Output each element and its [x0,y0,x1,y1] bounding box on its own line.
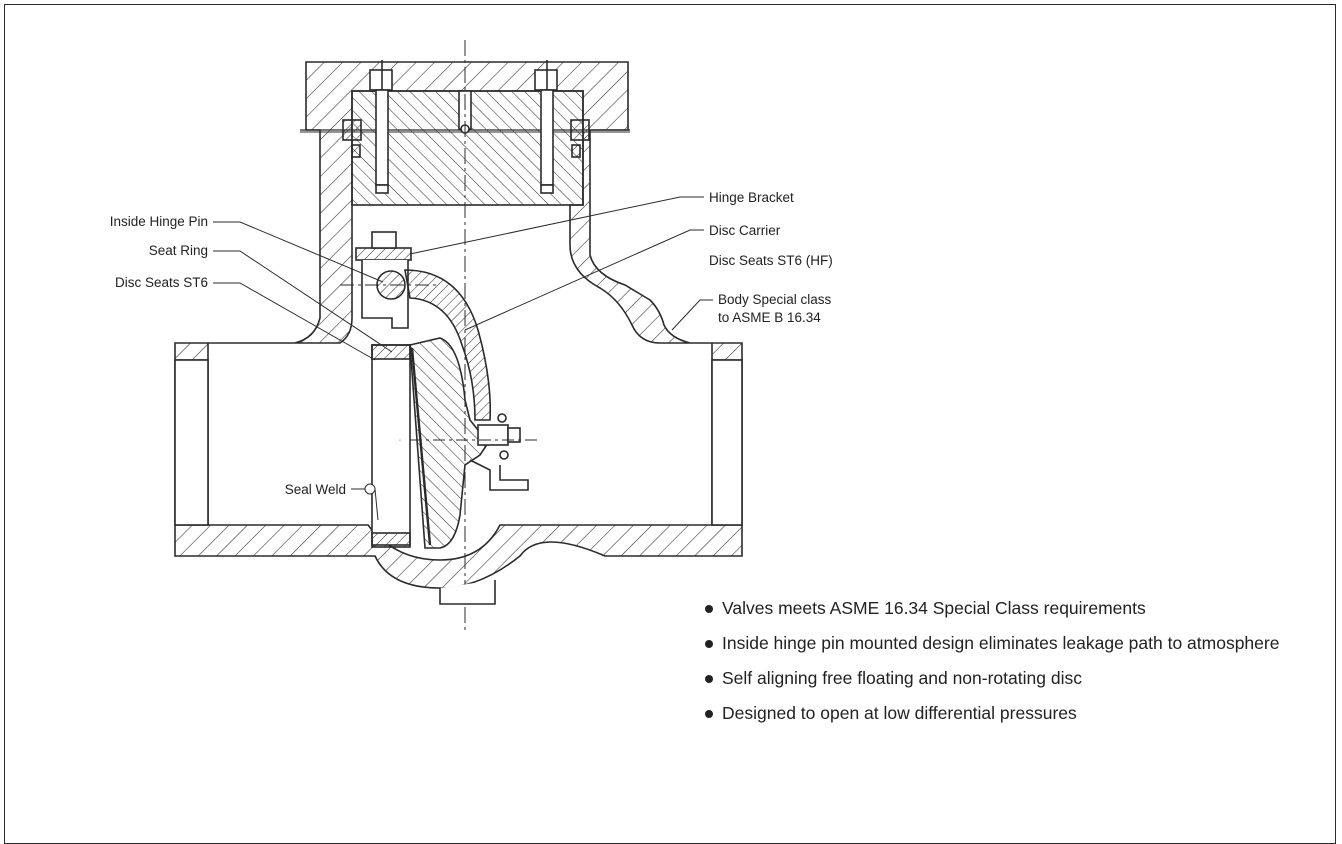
feature-list: Valves meets ASME 16.34 Special Class re… [702,597,1330,737]
bullet-icon [705,605,713,613]
label-disc-carrier: Disc Carrier [709,222,780,239]
bullet-icon [705,640,713,648]
feature-item: Designed to open at low differential pre… [702,702,1330,724]
label-body-line2: to ASME B 16.34 [718,309,821,326]
label-body-line1: Body Special class [718,291,831,308]
hinge-bracket [356,248,411,260]
label-disc-seats-st6: Disc Seats ST6 [40,274,208,291]
feature-item: Self aligning free floating and non-rota… [702,667,1330,689]
bullet-icon [705,710,713,718]
leader-body [672,300,713,330]
label-inside-hinge-pin: Inside Hinge Pin [40,213,208,230]
label-seat-ring: Seat Ring [40,242,208,259]
feature-item: Valves meets ASME 16.34 Special Class re… [702,597,1330,619]
feature-item: Inside hinge pin mounted design eliminat… [702,632,1330,654]
bullet-icon [705,675,713,683]
label-hinge-bracket: Hinge Bracket [709,189,794,206]
label-disc-seats-st6-hf: Disc Seats ST6 (HF) [709,252,833,269]
label-seal-weld: Seal Weld [180,481,346,498]
